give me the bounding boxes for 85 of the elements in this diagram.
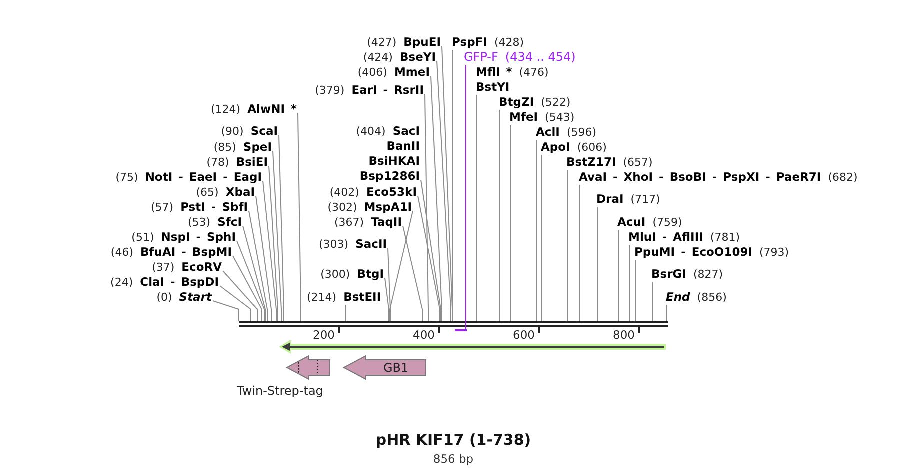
restriction-site-label: ApoI (606) — [541, 140, 607, 155]
leader-line — [476, 94, 478, 322]
leader-line — [635, 260, 636, 322]
leader-line — [536, 140, 538, 322]
restriction-site-label: (75) NotI - EaeI - EagI — [116, 170, 262, 185]
restriction-site-label: MflI * (476) BstYI — [476, 65, 549, 95]
leader-line — [452, 50, 454, 322]
leader-line — [618, 230, 619, 322]
restriction-site-label: (404) SacI BanII BsiHKAI Bsp1286I — [356, 124, 420, 184]
leader-line — [248, 210, 268, 322]
restriction-site-label: AcuI (759) — [618, 215, 682, 230]
leader-line — [420, 180, 442, 322]
restriction-site-label: (214) BstEII — [307, 290, 382, 305]
leader-line — [388, 248, 391, 322]
restriction-site-label: PpuMI - EcoO109I (793) — [634, 245, 790, 260]
leader-line — [272, 150, 282, 322]
primer-label: GFP-F (434 .. 454) — [464, 50, 576, 65]
restriction-site-label: (424) BseYI — [363, 50, 436, 65]
restriction-site-label: (124) AlwNI * — [211, 102, 297, 117]
restriction-site-label: DraI (717) — [596, 192, 660, 207]
leader-line — [220, 286, 252, 322]
restriction-site-label: (367) TaqII — [334, 215, 402, 230]
scale-label: 200 — [313, 328, 335, 342]
leader-line — [436, 60, 452, 322]
scale-label: 400 — [413, 328, 435, 342]
leader-line — [256, 196, 272, 322]
sequence-end-label: End (856) — [666, 290, 727, 305]
restriction-site-label: (57) PstI - SbfI — [150, 200, 248, 215]
leader-line — [430, 76, 442, 322]
feature-arrow — [279, 340, 666, 354]
feature-label: GB1 — [384, 361, 409, 375]
leader-line — [418, 196, 440, 322]
leader-line — [666, 304, 668, 322]
restriction-site-label: BsrGI (827) — [652, 267, 724, 282]
leader-line — [567, 170, 568, 322]
leader-line — [232, 256, 262, 322]
leader-line — [652, 282, 653, 322]
restriction-site-label: (46) BfuAI - BspMI — [110, 245, 232, 260]
restriction-site-label: (300) BtgI — [320, 267, 384, 282]
restriction-site-label: AvaI - XhoI - BsoBI - PspXI - PaeR7I (682) — [579, 170, 858, 185]
map-title: pHR KIF17 (1-738) — [376, 431, 532, 449]
leader-line — [629, 244, 630, 322]
leader-line — [390, 210, 414, 322]
leader-line — [442, 46, 453, 322]
primer-mark — [455, 330, 467, 332]
feature-block — [343, 355, 427, 381]
leader-line — [597, 206, 598, 322]
restriction-site-label: (402) Eco53kI — [330, 185, 417, 200]
restriction-site-label: (85) SpeI — [214, 140, 272, 155]
restriction-site-label: (90) ScaI — [221, 124, 278, 139]
scale-label: 600 — [513, 328, 535, 342]
restriction-site-label: (303) SacII — [318, 237, 387, 252]
restriction-site-label: (53) SfcI — [188, 215, 242, 230]
restriction-site-label: (302) MspA1I — [328, 200, 412, 215]
leader-line — [242, 226, 266, 322]
leader-line — [424, 94, 429, 322]
restriction-site-label: BstZ17I (657) — [566, 155, 653, 170]
feature-label: Twin-Strep-tag — [237, 384, 324, 398]
leader-line — [510, 124, 511, 322]
restriction-site-label: (379) EarI - RsrII — [315, 83, 424, 98]
restriction-site-label: (37) EcoRV — [152, 260, 222, 275]
restriction-site-label: (406) MmeI — [358, 65, 430, 80]
restriction-site-label: (65) XbaI — [196, 185, 255, 200]
restriction-site-label: (24) ClaI - BspDI — [110, 275, 219, 290]
leader-line — [298, 112, 302, 322]
restriction-site-label: BtgZI (522) — [499, 95, 571, 110]
leader-line — [262, 180, 277, 322]
leader-line — [222, 270, 258, 322]
leader-line — [212, 300, 240, 322]
restriction-site-label: PspFI (428) — [452, 35, 524, 50]
restriction-site-label: (427) BpuEI — [367, 35, 441, 50]
restriction-site-label: (78) BsiEI — [206, 155, 268, 170]
scale-label: 800 — [613, 328, 635, 342]
leader-line — [278, 134, 284, 322]
leader-line — [236, 240, 265, 322]
restriction-site-label: AclI (596) — [536, 125, 597, 140]
sequence-backbone — [239, 322, 668, 327]
sequence-length: 856 bp — [433, 452, 474, 466]
leader-line — [402, 226, 423, 322]
restriction-site-label: MluI - AflIII (781) — [628, 230, 740, 245]
leader-line — [268, 166, 278, 322]
restriction-site-label: (51) NspI - SphI — [132, 230, 236, 245]
leader-line — [384, 278, 390, 322]
restriction-site-label: MfeI (543) — [510, 110, 575, 125]
sequence-start-label: (0) Start — [156, 290, 212, 305]
